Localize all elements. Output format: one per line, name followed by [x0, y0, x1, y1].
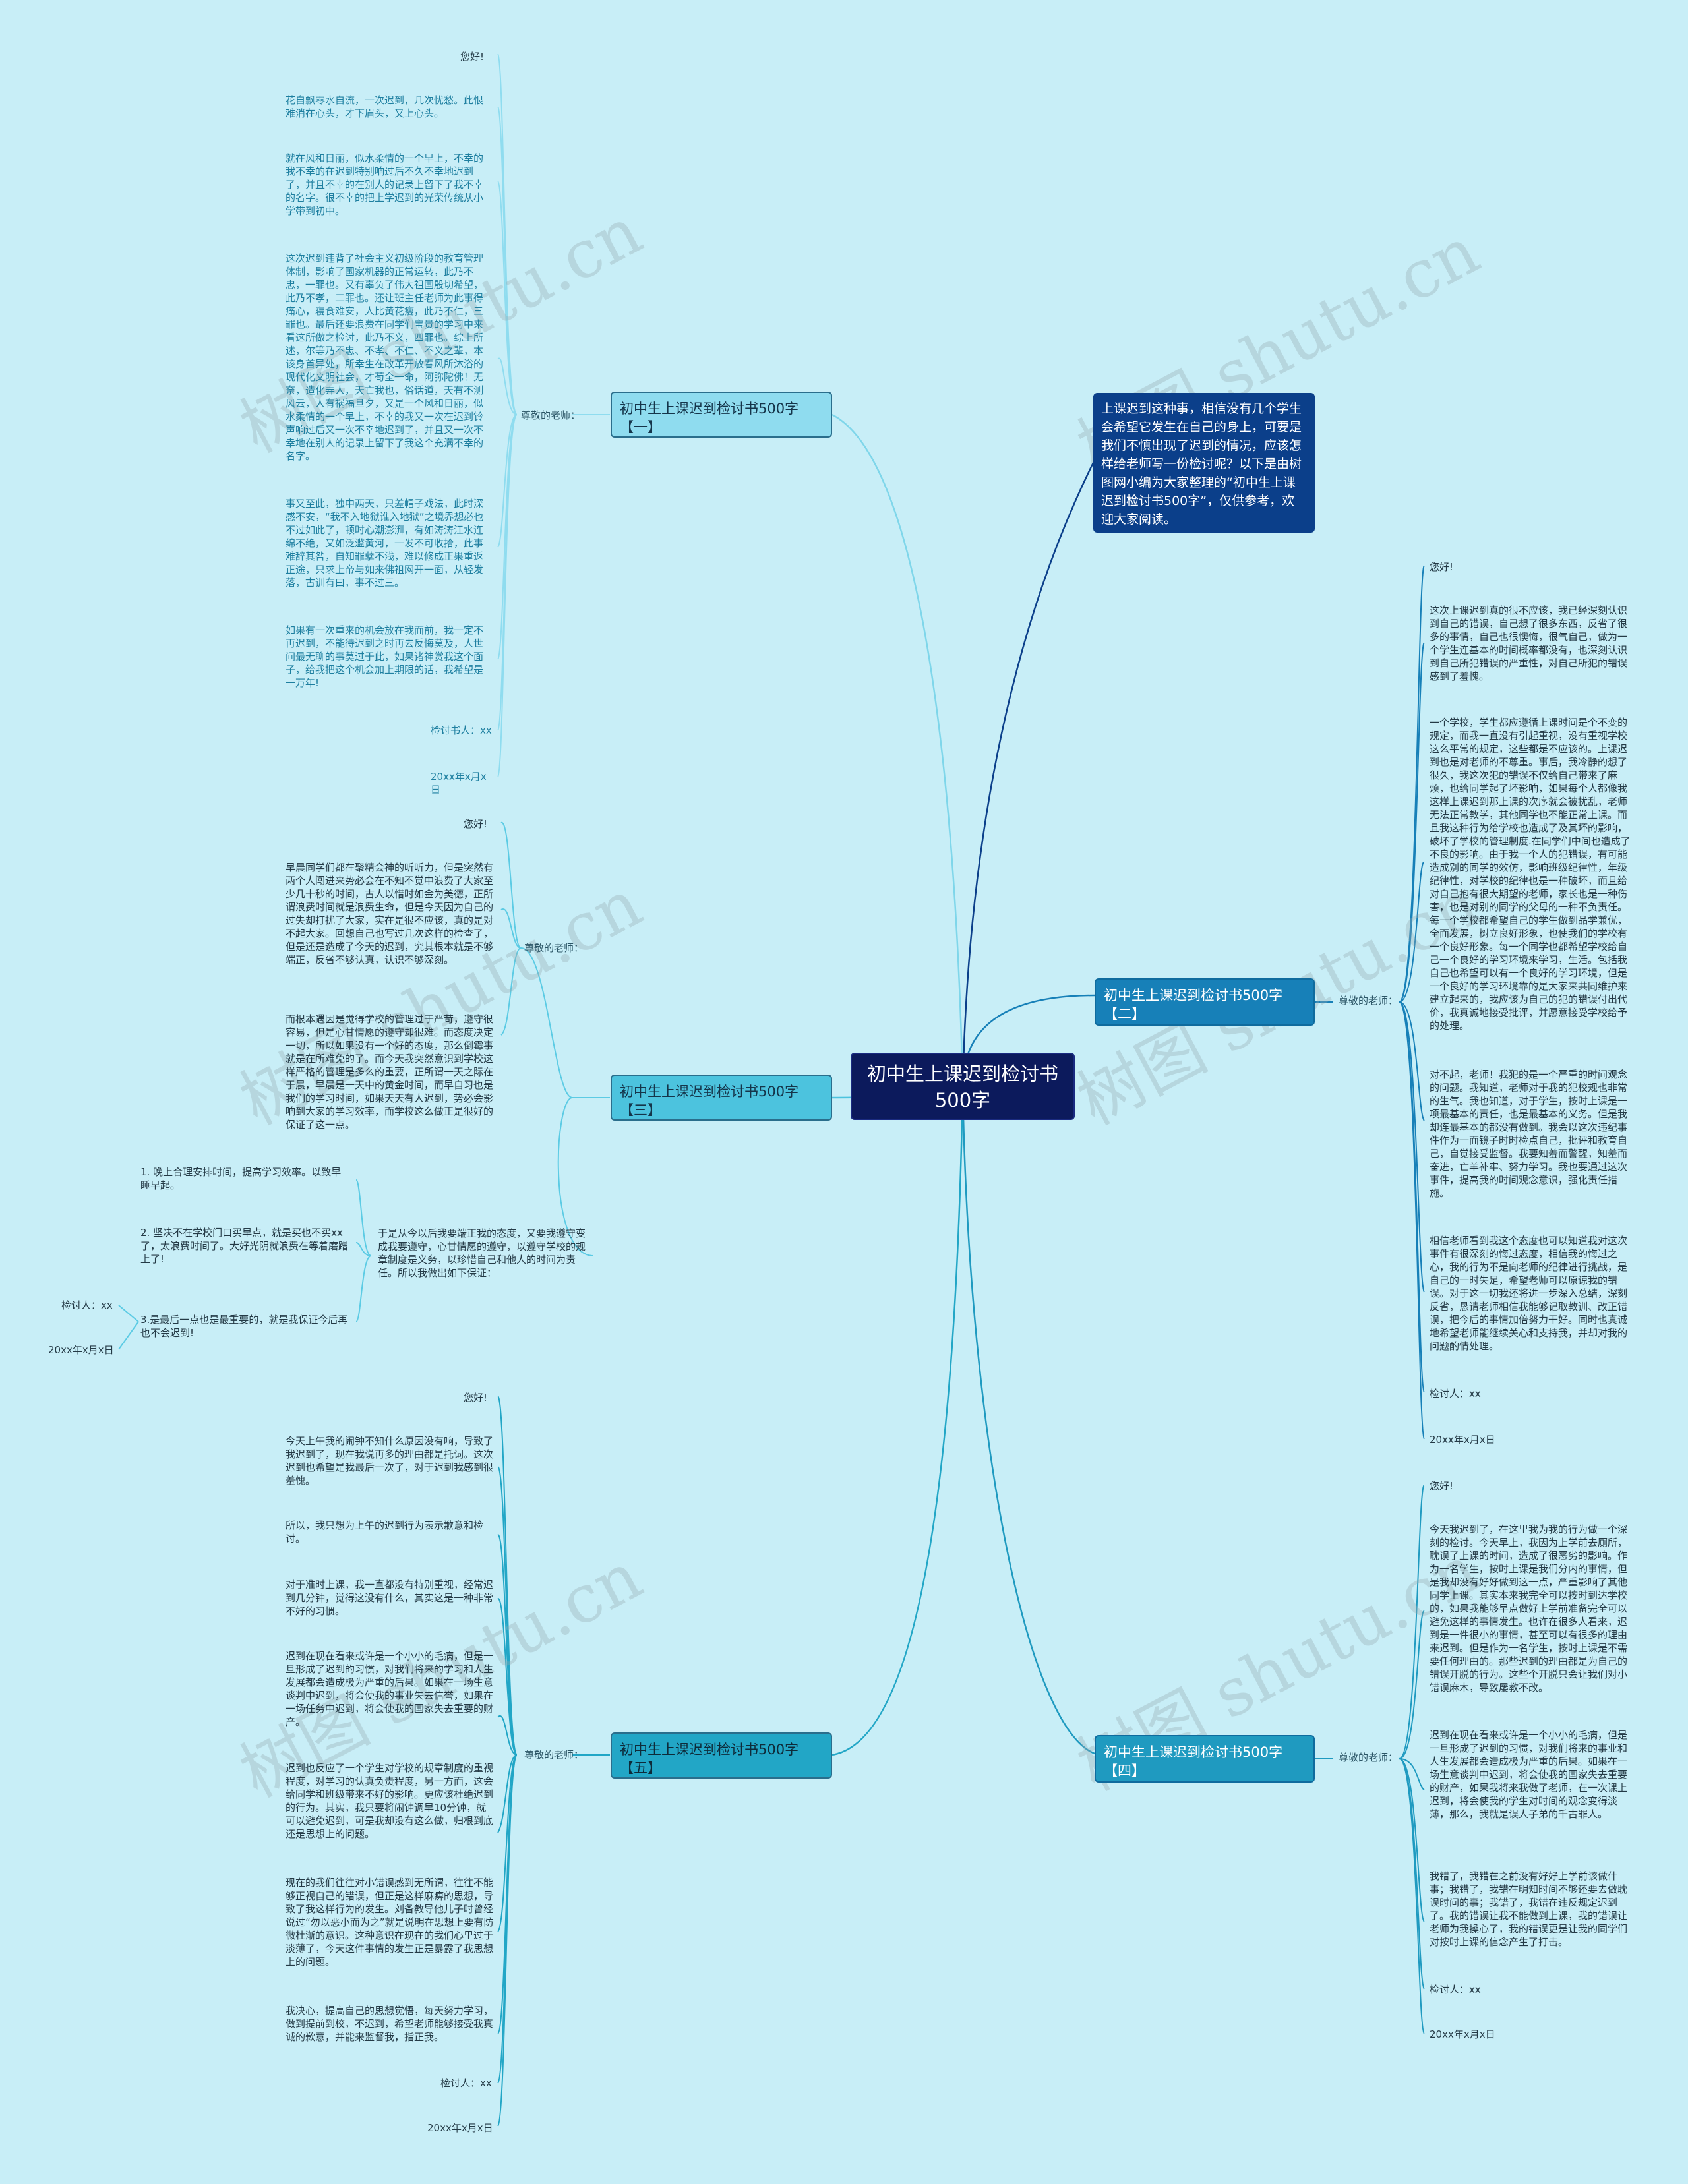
branch-4-item[interactable]: 迟到在现在看来或许是一个小小的毛病，但是一旦形成了迟到的习惯，对我们将来的事业和… [1430, 1729, 1628, 1820]
branch-1-salutation[interactable]: 尊敬的老师： [521, 409, 581, 421]
branch-1-item[interactable]: 检讨书人：xx [431, 724, 492, 736]
branch-1-item[interactable]: 就在风和日丽，似水柔情的一个早上，不幸的我不幸的在迟到特别响过后不久不幸地迟到了… [286, 152, 484, 217]
branch-5-item[interactable]: 20xx年x月x日 [427, 2122, 493, 2134]
branch-3-item[interactable]: 而根本遇因是觉得学校的管理过于严苛，遵守很容易，但是心甘情愿的遵守却很难。而态度… [286, 1013, 494, 1131]
branch-5-item[interactable]: 所以，我只想为上午的迟到行为表示歉意和检讨。 [286, 1520, 484, 1545]
branch-2-item[interactable]: 相信老师看到我这个态度也可以知道我对这次事件有很深刻的悔过态度，相信我的悔过之心… [1430, 1235, 1628, 1352]
branch-4-item[interactable]: 20xx年x月x日 [1430, 2028, 1495, 2040]
branch-1-item[interactable]: 您好! [460, 51, 485, 63]
branch-1-item[interactable]: 如果有一次重来的机会放在我面前，我一定不再迟到，不能待迟到之时再去反悔莫及，人世… [286, 624, 484, 689]
branch-2-item[interactable]: 您好! [1430, 561, 1454, 573]
branch-2[interactable]: 初中生上课迟到检讨书500字【二】 [1095, 978, 1315, 1026]
branch-1-item[interactable]: 事又至此，独中两天，只差帽子戏法，此时深感不安，“我不入地狱谁入地狱”之境界想必… [286, 498, 484, 589]
branch-3-date[interactable]: 20xx年x月x日 [48, 1344, 114, 1356]
branch-3-pledge[interactable]: 3.是最后一点也是最重要的，就是我保证今后再也不会迟到! [140, 1314, 348, 1339]
branch-1-item[interactable]: 这次迟到违背了社会主义初级阶段的教育管理体制，影响了国家机器的正常运转，此乃不忠… [286, 252, 484, 462]
branch-3[interactable]: 初中生上课迟到检讨书500字【三】 [611, 1075, 832, 1121]
branch-4-item[interactable]: 您好! [1430, 1480, 1454, 1492]
branch-5-item[interactable]: 对于准时上课，我一直都没有特别重视，经常迟到几分钟，觉得这没有什么，其实这是一种… [286, 1579, 494, 1617]
branch-5-item[interactable]: 今天上午我的闹钟不知什么原因没有响，导致了我迟到了，现在我说再多的理由都是托词。… [286, 1435, 494, 1487]
root-topic[interactable]: 初中生上课迟到检讨书500字 [851, 1053, 1075, 1120]
branch-4-item[interactable]: 我错了，我错在之前没有好好上学前该做什事；我错了，我错在明知时间不够还要去做耽误… [1430, 1870, 1628, 1948]
branch-2-item[interactable]: 一个学校，学生都应遵循上课时间是个不变的规定，而我一直没有引起重视，没有重视学校… [1430, 717, 1631, 1032]
branch-3-pledge[interactable]: 2. 坚决不在学校门口买早点，就是买也不买xx了，太浪费时间了。大好光阴就浪费在… [140, 1227, 349, 1265]
branch-4-item[interactable]: 检讨人：xx [1430, 1984, 1481, 1995]
branch-3-item[interactable]: 早晨同学们都在聚精会神的听听力，但是突然有两个人闯进来势必会在不知不觉中浪费了大… [286, 862, 494, 966]
branch-1-item[interactable]: 花自飘零水自流，一次迟到，几次忧愁。此恨难消在心头，才下眉头，又上心头。 [286, 94, 484, 119]
branch-2-salutation[interactable]: 尊敬的老师： [1339, 995, 1399, 1007]
branch-3-sub-label[interactable]: 于是从今以后我要端正我的态度，又要我遵守变成我要遵守，心甘情愿的遵守，以遵守学校… [378, 1227, 586, 1279]
branch-5-salutation[interactable]: 尊敬的老师： [524, 1749, 584, 1761]
branch-2-item[interactable]: 检讨人：xx [1430, 1388, 1481, 1400]
branch-3-salutation[interactable]: 尊敬的老师： [524, 942, 584, 954]
branch-2-item[interactable]: 这次上课迟到真的很不应该，我已经深刻认识到自己的错误，自己想了很多东西，反省了很… [1430, 605, 1628, 682]
branch-4-salutation[interactable]: 尊敬的老师： [1339, 1752, 1399, 1763]
branch-1[interactable]: 初中生上课迟到检讨书500字【一】 [611, 392, 832, 438]
branch-1-item[interactable]: 20xx年x月x日 [431, 771, 487, 796]
branch-5-item[interactable]: 迟到在现在看来或许是一个小小的毛病，但是一旦形成了迟到的习惯，对我们将来的学习和… [286, 1650, 494, 1728]
branch-2-item[interactable]: 20xx年x月x日 [1430, 1434, 1495, 1446]
branch-2-item[interactable]: 对不起，老师！我犯的是一个严重的时间观念的问题。我知道，老师对于我的犯校规也非常… [1430, 1069, 1628, 1199]
branch-3-sign[interactable]: 检讨人：xx [61, 1299, 113, 1311]
branch-5-item[interactable]: 现在的我们往往对小错误感到无所谓，往往不能够正视自己的错误，但正是这样麻痹的思想… [286, 1877, 494, 1968]
branch-5-item[interactable]: 迟到也反应了一个学生对学校的规章制度的重视程度，对学习的认真负责程度，另一方面，… [286, 1762, 494, 1840]
branch-4-item[interactable]: 今天我迟到了，在这里我为我的行为做一个深刻的检讨。今天早上，我因为上学前去厕所，… [1430, 1523, 1628, 1694]
intro-node[interactable]: 上课迟到这种事，相信没有几个学生会希望它发生在自己的身上，可要是我们不慎出现了迟… [1093, 393, 1315, 533]
branch-4[interactable]: 初中生上课迟到检讨书500字【四】 [1095, 1735, 1315, 1783]
branch-5-item[interactable]: 我决心，提高自己的思想觉悟，每天努力学习，做到提前到校，不迟到，希望老师能够接受… [286, 2005, 494, 2043]
branch-5[interactable]: 初中生上课迟到检讨书500字【五】 [611, 1732, 832, 1779]
branch-3-pledge[interactable]: 1. 晚上合理安排时间，提高学习效率。以致早睡早起。 [140, 1166, 342, 1191]
branch-5-item[interactable]: 检讨人：xx [440, 2077, 492, 2089]
branch-3-item[interactable]: 您好! [464, 818, 488, 830]
branch-5-item[interactable]: 您好! [464, 1392, 488, 1403]
